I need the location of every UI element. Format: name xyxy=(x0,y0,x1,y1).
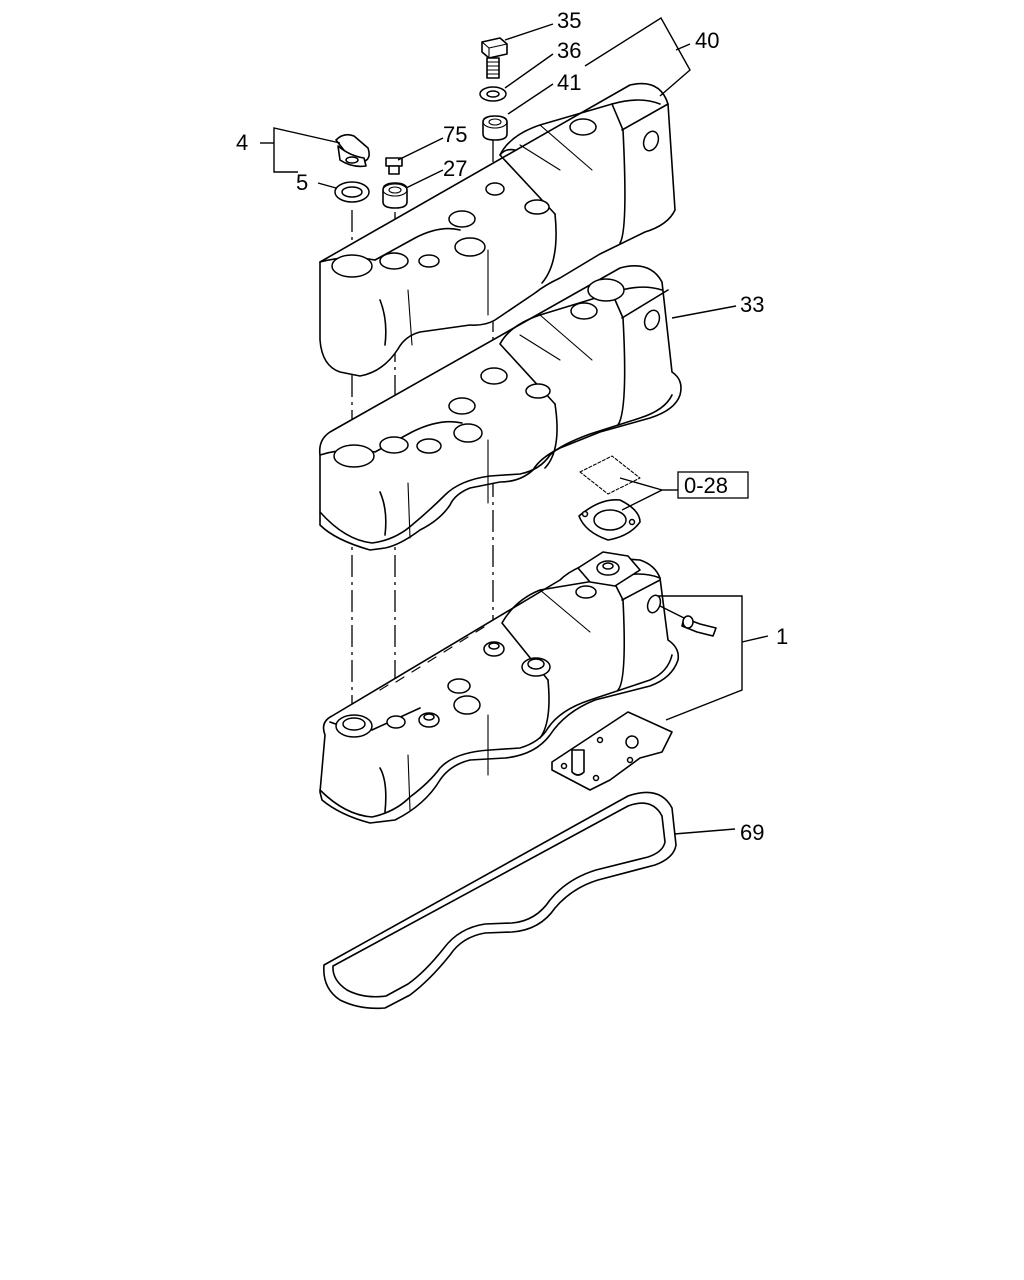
oil-filler-cap-4 xyxy=(335,133,370,168)
label-27: 27 xyxy=(443,156,467,181)
label-35: 35 xyxy=(557,8,581,33)
leader-lines xyxy=(260,17,769,835)
breather-plate xyxy=(551,711,673,791)
grommet-41 xyxy=(482,115,508,141)
head-cover-gasket-69 xyxy=(323,791,677,1010)
label-1: 1 xyxy=(776,624,788,649)
label-41: 41 xyxy=(557,70,581,95)
pcv-valve xyxy=(681,615,717,637)
washer-36 xyxy=(479,86,507,102)
seal-ring-5 xyxy=(334,181,370,203)
breather-gasket-set xyxy=(578,455,641,541)
cover-gasket-33 xyxy=(318,265,682,551)
label-5: 5 xyxy=(296,170,308,195)
label-36: 36 xyxy=(557,38,581,63)
label-40: 40 xyxy=(695,28,719,53)
ref-box xyxy=(677,471,749,499)
grommet-27 xyxy=(382,182,408,209)
head-cover-1 xyxy=(319,551,680,824)
label-ref: 0-28 xyxy=(684,473,728,498)
plug-75 xyxy=(385,157,403,175)
label-33: 33 xyxy=(740,292,764,317)
label-75: 75 xyxy=(443,122,467,147)
label-4: 4 xyxy=(236,130,248,155)
label-69: 69 xyxy=(740,820,764,845)
upper-cover-40 xyxy=(319,82,676,377)
bolt-35 xyxy=(481,37,508,79)
callout-labels: 35 36 40 41 4 75 5 27 33 0-28 1 69 xyxy=(236,8,788,845)
